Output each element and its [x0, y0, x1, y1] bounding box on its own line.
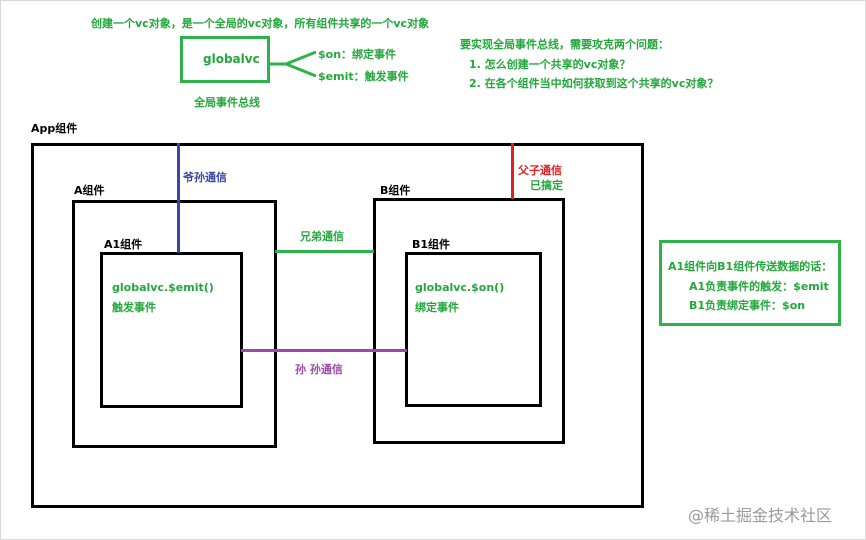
on-label: $on：绑定事件 — [318, 48, 397, 61]
sibling-link-line — [275, 250, 374, 253]
parent-child-link-line — [511, 143, 514, 199]
emit-label: $emit：触发事件 — [318, 70, 409, 83]
note-line-1: A1组件向B1组件传送数据的话： — [668, 260, 833, 273]
a-component-label: A组件 — [74, 184, 105, 197]
a1-component-box — [100, 252, 243, 408]
watermark: @稀土掘金技术社区 — [688, 506, 833, 525]
note-line-3: B1负责绑定事件：$on — [689, 299, 806, 312]
globalvc-box — [180, 36, 270, 83]
b1-desc: 绑定事件 — [415, 301, 459, 314]
a1-code: globalvc.$emit() — [112, 281, 214, 294]
problem-1: 1. 怎么创建一个共享的vc对象？ — [469, 58, 631, 71]
event-bus-label: 全局事件总线 — [194, 96, 260, 109]
b1-code: globalvc.$on() — [415, 281, 505, 294]
b1-component-label: B1组件 — [412, 238, 451, 251]
sibling-link-label: 兄弟通信 — [300, 230, 344, 243]
solved-label: 已搞定 — [530, 179, 563, 192]
parent-child-link-label: 父子通信 — [518, 164, 562, 177]
app-component-box — [31, 143, 644, 508]
grandchild-link-label: 孙 孙通信 — [295, 363, 343, 376]
b-component-label: B组件 — [380, 184, 411, 197]
problems-heading: 要实现全局事件总线，需要攻克两个问题： — [460, 38, 669, 51]
b1-component-box — [405, 252, 542, 407]
note-line-2: A1负责事件的触发：$emit — [689, 280, 829, 293]
app-component-label: App组件 — [31, 122, 78, 135]
problem-2: 2. 在各个组件当中如何获取到这个共享的vc对象？ — [469, 77, 719, 90]
fork-connector — [270, 50, 317, 78]
grandparent-link-label: 爷孙通信 — [183, 171, 227, 184]
a-component-box — [72, 200, 277, 448]
note-box — [659, 240, 841, 326]
grandchild-link-line — [241, 349, 407, 352]
a1-desc: 触发事件 — [112, 301, 156, 314]
top-caption: 创建一个vc对象，是一个全局的vc对象，所有组件共享的一个vc对象 — [91, 17, 430, 30]
grandparent-link-line — [177, 143, 180, 253]
globalvc-label: globalvc — [203, 52, 260, 66]
a1-component-label: A1组件 — [104, 238, 143, 251]
b-component-box — [373, 198, 565, 444]
